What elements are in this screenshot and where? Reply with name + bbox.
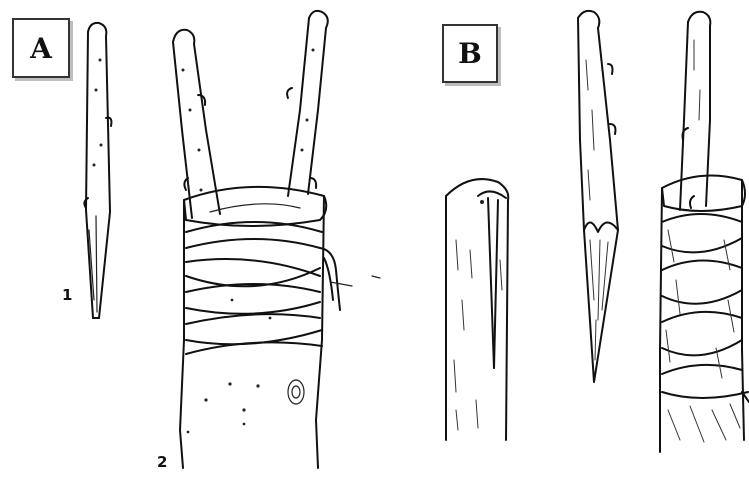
- split-rootstock: [446, 179, 508, 440]
- wrapped-graft: [660, 12, 749, 452]
- step-label-2: 2: [157, 453, 167, 471]
- scion-long-wedge: [578, 11, 618, 382]
- panel-label-a: A: [12, 18, 70, 78]
- cleft-graft-stock: [173, 11, 380, 468]
- step-label-1: 1: [62, 286, 72, 304]
- panel-label-b: B: [442, 24, 498, 83]
- scion-wedge-cut: [84, 23, 111, 318]
- panel-a-drawing: [84, 11, 380, 468]
